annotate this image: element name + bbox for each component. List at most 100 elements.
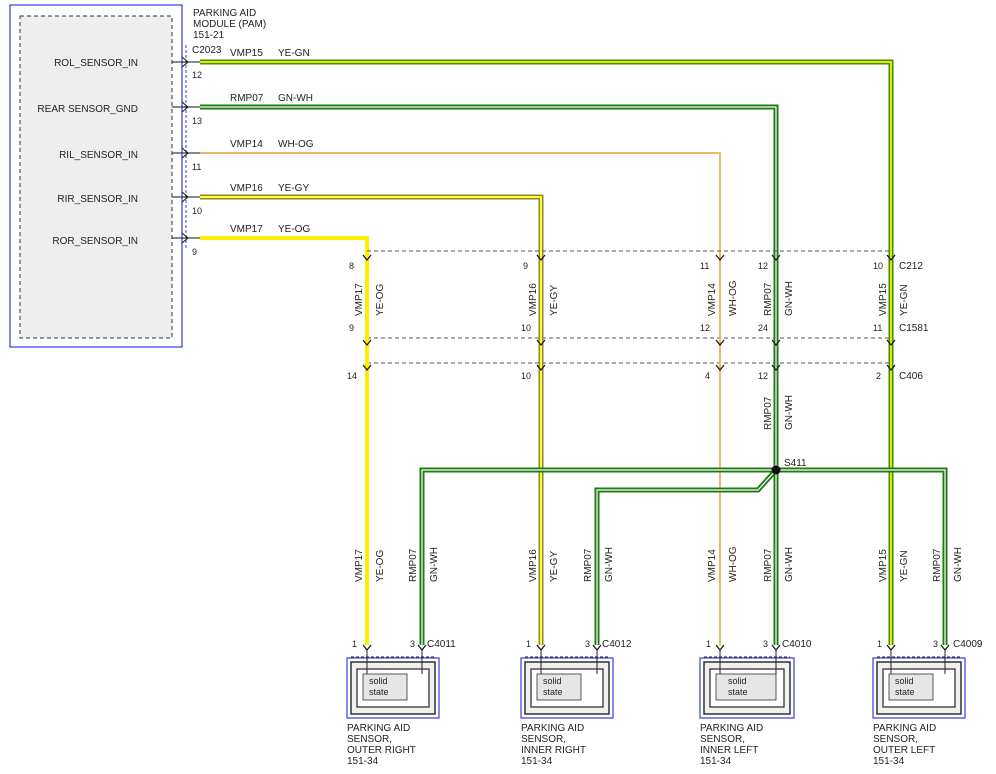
- parking-aid-module: PARKING AID MODULE (PAM) 151-21 C2023 RO…: [9, 4, 266, 348]
- sensor-inner-right: 1 3 C4012 solid state PARKING AID SENSOR…: [520, 639, 632, 767]
- s2-inner-1: solid: [543, 676, 562, 686]
- c406-pin-2: 10: [521, 371, 531, 381]
- upper-label-circuit-4: RMP07: [763, 282, 774, 316]
- wire-label-vmp15: VMP15: [230, 48, 263, 59]
- s4-connector: C4009: [953, 639, 983, 650]
- upper-label-circuit-2: VMP16: [528, 283, 539, 316]
- upper-label-circuit-3: VMP14: [707, 283, 718, 316]
- wire-vmp15: [200, 59, 894, 255]
- s1-name-2: SENSOR,: [347, 734, 392, 745]
- pin-number-13: 13: [192, 116, 202, 126]
- s2-name-1: PARKING AID: [521, 723, 584, 734]
- upper-label-color-3: WH-OG: [728, 280, 739, 316]
- s2-inner-2: state: [543, 687, 563, 697]
- pin-number-12: 12: [192, 70, 202, 80]
- s4-pin-b: 3: [933, 639, 938, 649]
- wire-label-rmp07: RMP07: [230, 93, 264, 104]
- wire-label-vmp16: VMP16: [230, 183, 263, 194]
- s4-pin-a: 1: [877, 639, 882, 649]
- s3-gnd-circuit: RMP07: [763, 548, 774, 582]
- module-title-line-1: PARKING AID: [193, 8, 256, 19]
- c212-label: C212: [899, 261, 923, 272]
- s3-pin-a: 1: [706, 639, 711, 649]
- c1581-pin-2: 10: [521, 323, 531, 333]
- pin-number-11: 11: [192, 162, 201, 172]
- sensor-inner-left: 1 3 C4010 solid state PARKING AID SENSOR…: [699, 639, 812, 767]
- s4-signal-circuit: VMP15: [878, 549, 889, 582]
- pin-number-10: 10: [192, 206, 202, 216]
- wire-label-vmp17: VMP17: [230, 224, 263, 235]
- pin-label-ror: ROR_SENSOR_IN: [52, 236, 138, 247]
- s2-pin-b: 3: [585, 639, 590, 649]
- upper-label-color-1: YE-OG: [375, 284, 386, 316]
- c1581-pin-4: 24: [758, 323, 768, 333]
- s4-inner-2: state: [895, 687, 915, 697]
- s3-name-4: 151-34: [700, 756, 732, 767]
- c406-pin-3: 4: [705, 371, 710, 381]
- sensor-outer-right: 1 3 C4011 solid state PARKING AID SENSOR…: [346, 639, 456, 767]
- s4-signal-color: YE-GN: [899, 550, 910, 582]
- s3-inner-1: solid: [728, 676, 747, 686]
- s3-connector: C4010: [782, 639, 812, 650]
- c212-pin-1: 8: [349, 261, 354, 271]
- lower-vertical-labels: VMP17 YE-OG RMP07 GN-WH VMP16 YE-GY RMP0…: [354, 546, 964, 582]
- wire-vmp16: [200, 194, 544, 255]
- s3-name-3: INNER LEFT: [700, 745, 758, 756]
- s1-pin-b: 3: [410, 639, 415, 649]
- s1-name-4: 151-34: [347, 756, 379, 767]
- s2-name-2: SENSOR,: [521, 734, 566, 745]
- s4-inner-1: solid: [895, 676, 914, 686]
- s3-signal-color: WH-OG: [728, 546, 739, 582]
- c1581-pin-5: 11: [873, 323, 882, 333]
- c1581-pin-1: 9: [349, 323, 354, 333]
- wire-color-gnwh: GN-WH: [278, 93, 313, 104]
- wire-rmp07: [200, 104, 779, 255]
- wire-vmp14: [200, 152, 721, 255]
- c212-pin-3: 11: [700, 261, 709, 271]
- wire-color-yeog: YE-OG: [278, 224, 310, 235]
- splice-ground-wires: [419, 467, 948, 645]
- s3-name-1: PARKING AID: [700, 723, 763, 734]
- wire-color-yegn: YE-GN: [278, 48, 310, 59]
- s1-pin-a: 1: [352, 639, 357, 649]
- sensor-outer-left: 1 3 C4009 solid state PARKING AID SENSOR…: [872, 639, 983, 767]
- s1-gnd-color: GN-WH: [429, 547, 440, 582]
- s4-gnd-circuit: RMP07: [932, 548, 943, 582]
- s3-signal-circuit: VMP14: [707, 549, 718, 582]
- wire-color-whog: WH-OG: [278, 139, 314, 150]
- s3-gnd-color: GN-WH: [784, 547, 795, 582]
- c406-label: C406: [899, 371, 923, 382]
- pin-number-9: 9: [192, 247, 197, 257]
- s1-name-3: OUTER RIGHT: [347, 745, 416, 756]
- splice-label: S411: [784, 458, 807, 469]
- s1-signal-color: YE-OG: [375, 550, 386, 582]
- c212-pin-2: 9: [523, 261, 528, 271]
- c1581-pin-3: 12: [700, 323, 710, 333]
- s4-name-2: SENSOR,: [873, 734, 918, 745]
- s1-name-1: PARKING AID: [347, 723, 410, 734]
- c406-pin-4: 12: [758, 371, 768, 381]
- module-inner-box: [19, 15, 173, 339]
- upper-label-color-2: YE-GY: [549, 285, 560, 316]
- pin-label-rol: ROL_SENSOR_IN: [54, 58, 138, 69]
- upper-label-circuit-5: VMP15: [878, 283, 889, 316]
- s3-inner-2: state: [728, 687, 748, 697]
- pin-label-rear-gnd: REAR SENSOR_GND: [37, 104, 138, 115]
- module-title-line-3: 151-21: [193, 30, 225, 41]
- upper-label-color-4: GN-WH: [784, 281, 795, 316]
- s1-signal-circuit: VMP17: [354, 549, 365, 582]
- s1-connector: C4011: [427, 639, 456, 650]
- c212-pin-4: 12: [758, 261, 768, 271]
- c406-pin-5: 2: [876, 371, 881, 381]
- mid-label-circuit: RMP07: [763, 396, 774, 430]
- s3-pin-b: 3: [763, 639, 768, 649]
- s2-name-4: 151-34: [521, 756, 553, 767]
- s2-gnd-color: GN-WH: [604, 547, 615, 582]
- c212-pin-5: 10: [873, 261, 883, 271]
- s2-gnd-circuit: RMP07: [583, 548, 594, 582]
- s2-name-3: INNER RIGHT: [521, 745, 586, 756]
- wire-vmp17: [200, 236, 369, 255]
- pin-label-ril: RIL_SENSOR_IN: [59, 150, 138, 161]
- s4-name-3: OUTER LEFT: [873, 745, 935, 756]
